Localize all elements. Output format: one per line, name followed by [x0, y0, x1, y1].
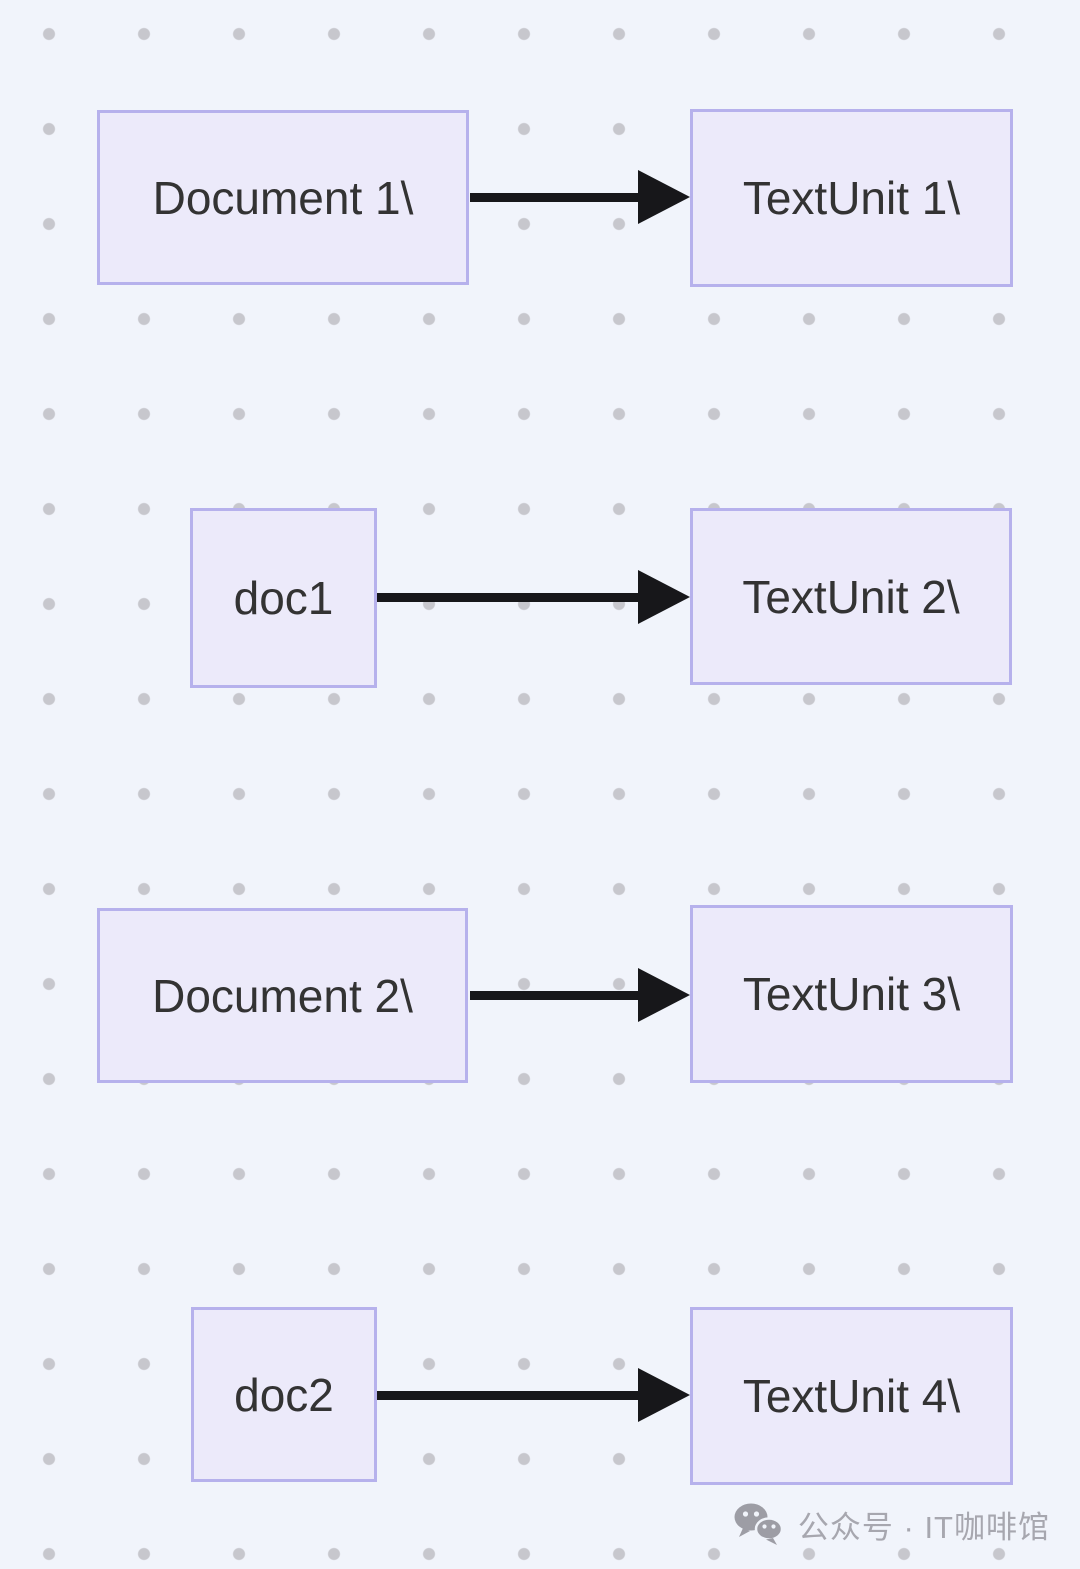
- watermark: 公众号 · IT咖啡馆: [732, 1502, 1050, 1547]
- edge-doc1-textunit2: [377, 593, 642, 602]
- node-label: TextUnit 2\: [742, 570, 960, 623]
- node-textunit-1: TextUnit 1\: [690, 109, 1013, 287]
- node-label: TextUnit 1\: [742, 172, 961, 224]
- arrowhead-icon: [638, 570, 690, 624]
- node-label: doc1: [233, 572, 334, 624]
- node-textunit-2: TextUnit 2\: [690, 508, 1012, 685]
- watermark-text: 公众号 · IT咖啡馆: [797, 1510, 1050, 1545]
- node-doc2: doc2: [191, 1307, 377, 1482]
- node-textunit-4: TextUnit 4\: [690, 1307, 1013, 1485]
- node-document-1: Document 1\: [97, 110, 469, 285]
- node-label: Document 1\: [152, 171, 414, 224]
- edge-doc2-textunit4: [377, 1391, 642, 1400]
- node-doc1: doc1: [190, 508, 377, 688]
- arrowhead-icon: [638, 1368, 690, 1422]
- arrowhead-icon: [638, 170, 690, 224]
- wechat-icon: [732, 1502, 786, 1547]
- node-label: TextUnit 3\: [742, 968, 961, 1020]
- node-textunit-3: TextUnit 3\: [690, 905, 1013, 1083]
- node-label: Document 2\: [152, 969, 413, 1022]
- arrowhead-icon: [638, 968, 690, 1022]
- edge-document2-textunit3: [470, 991, 642, 1000]
- node-label: doc2: [234, 1368, 334, 1421]
- node-document-2: Document 2\: [97, 908, 468, 1083]
- edge-document1-textunit1: [470, 193, 642, 202]
- node-label: TextUnit 4\: [742, 1370, 961, 1422]
